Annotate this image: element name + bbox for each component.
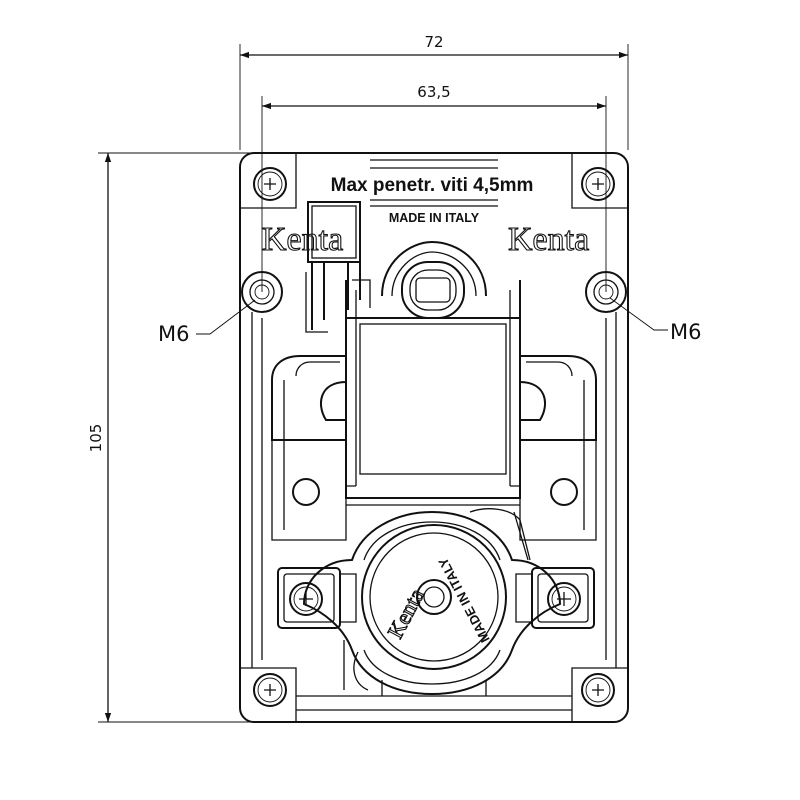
rotor-cap: Kenta MADE IN ITALY	[361, 524, 507, 670]
engraved-brand-right: Kenta	[508, 221, 589, 258]
right-thread-label: M6	[670, 320, 701, 344]
engraved-brand-left: Kenta	[262, 221, 343, 258]
height-value: 105	[87, 424, 105, 453]
left-thread-label: M6	[158, 322, 189, 346]
engraved-label-block: Max penetr. viti 4,5mm MADE IN ITALY	[331, 159, 534, 225]
corner-screw-bottom-right	[581, 673, 615, 707]
mounting-hole-right	[585, 271, 627, 313]
overall-width-value: 72	[424, 33, 443, 51]
clamp-left	[277, 567, 357, 629]
housing	[239, 152, 629, 723]
output-shaft-bushing	[381, 240, 487, 319]
mounting-hole-left	[241, 271, 283, 313]
engraved-max-penetration: Max penetr. viti 4,5mm	[331, 175, 534, 196]
dimension-overall-width: 72	[239, 33, 629, 150]
connector-terminal	[305, 201, 371, 333]
corner-screw-top-right	[581, 167, 615, 201]
dimension-hole-spacing: 63,5	[261, 83, 607, 292]
rotor-brand-kenta: Kenta	[382, 584, 429, 642]
corner-screw-bottom-left	[253, 673, 287, 707]
dimension-height: 105	[87, 152, 250, 723]
callout-right-m6: M6	[609, 297, 701, 344]
hole-spacing-value: 63,5	[417, 83, 450, 101]
gearbox-body	[302, 508, 562, 696]
motor-coil	[345, 280, 521, 506]
clamp-right	[515, 567, 595, 629]
clamp-screw-right	[547, 582, 581, 616]
clamp-screw-left	[289, 582, 323, 616]
engraved-made-in-italy-top: MADE IN ITALY	[389, 211, 480, 225]
corner-screw-top-left	[253, 167, 287, 201]
stator-lamination	[271, 355, 597, 541]
